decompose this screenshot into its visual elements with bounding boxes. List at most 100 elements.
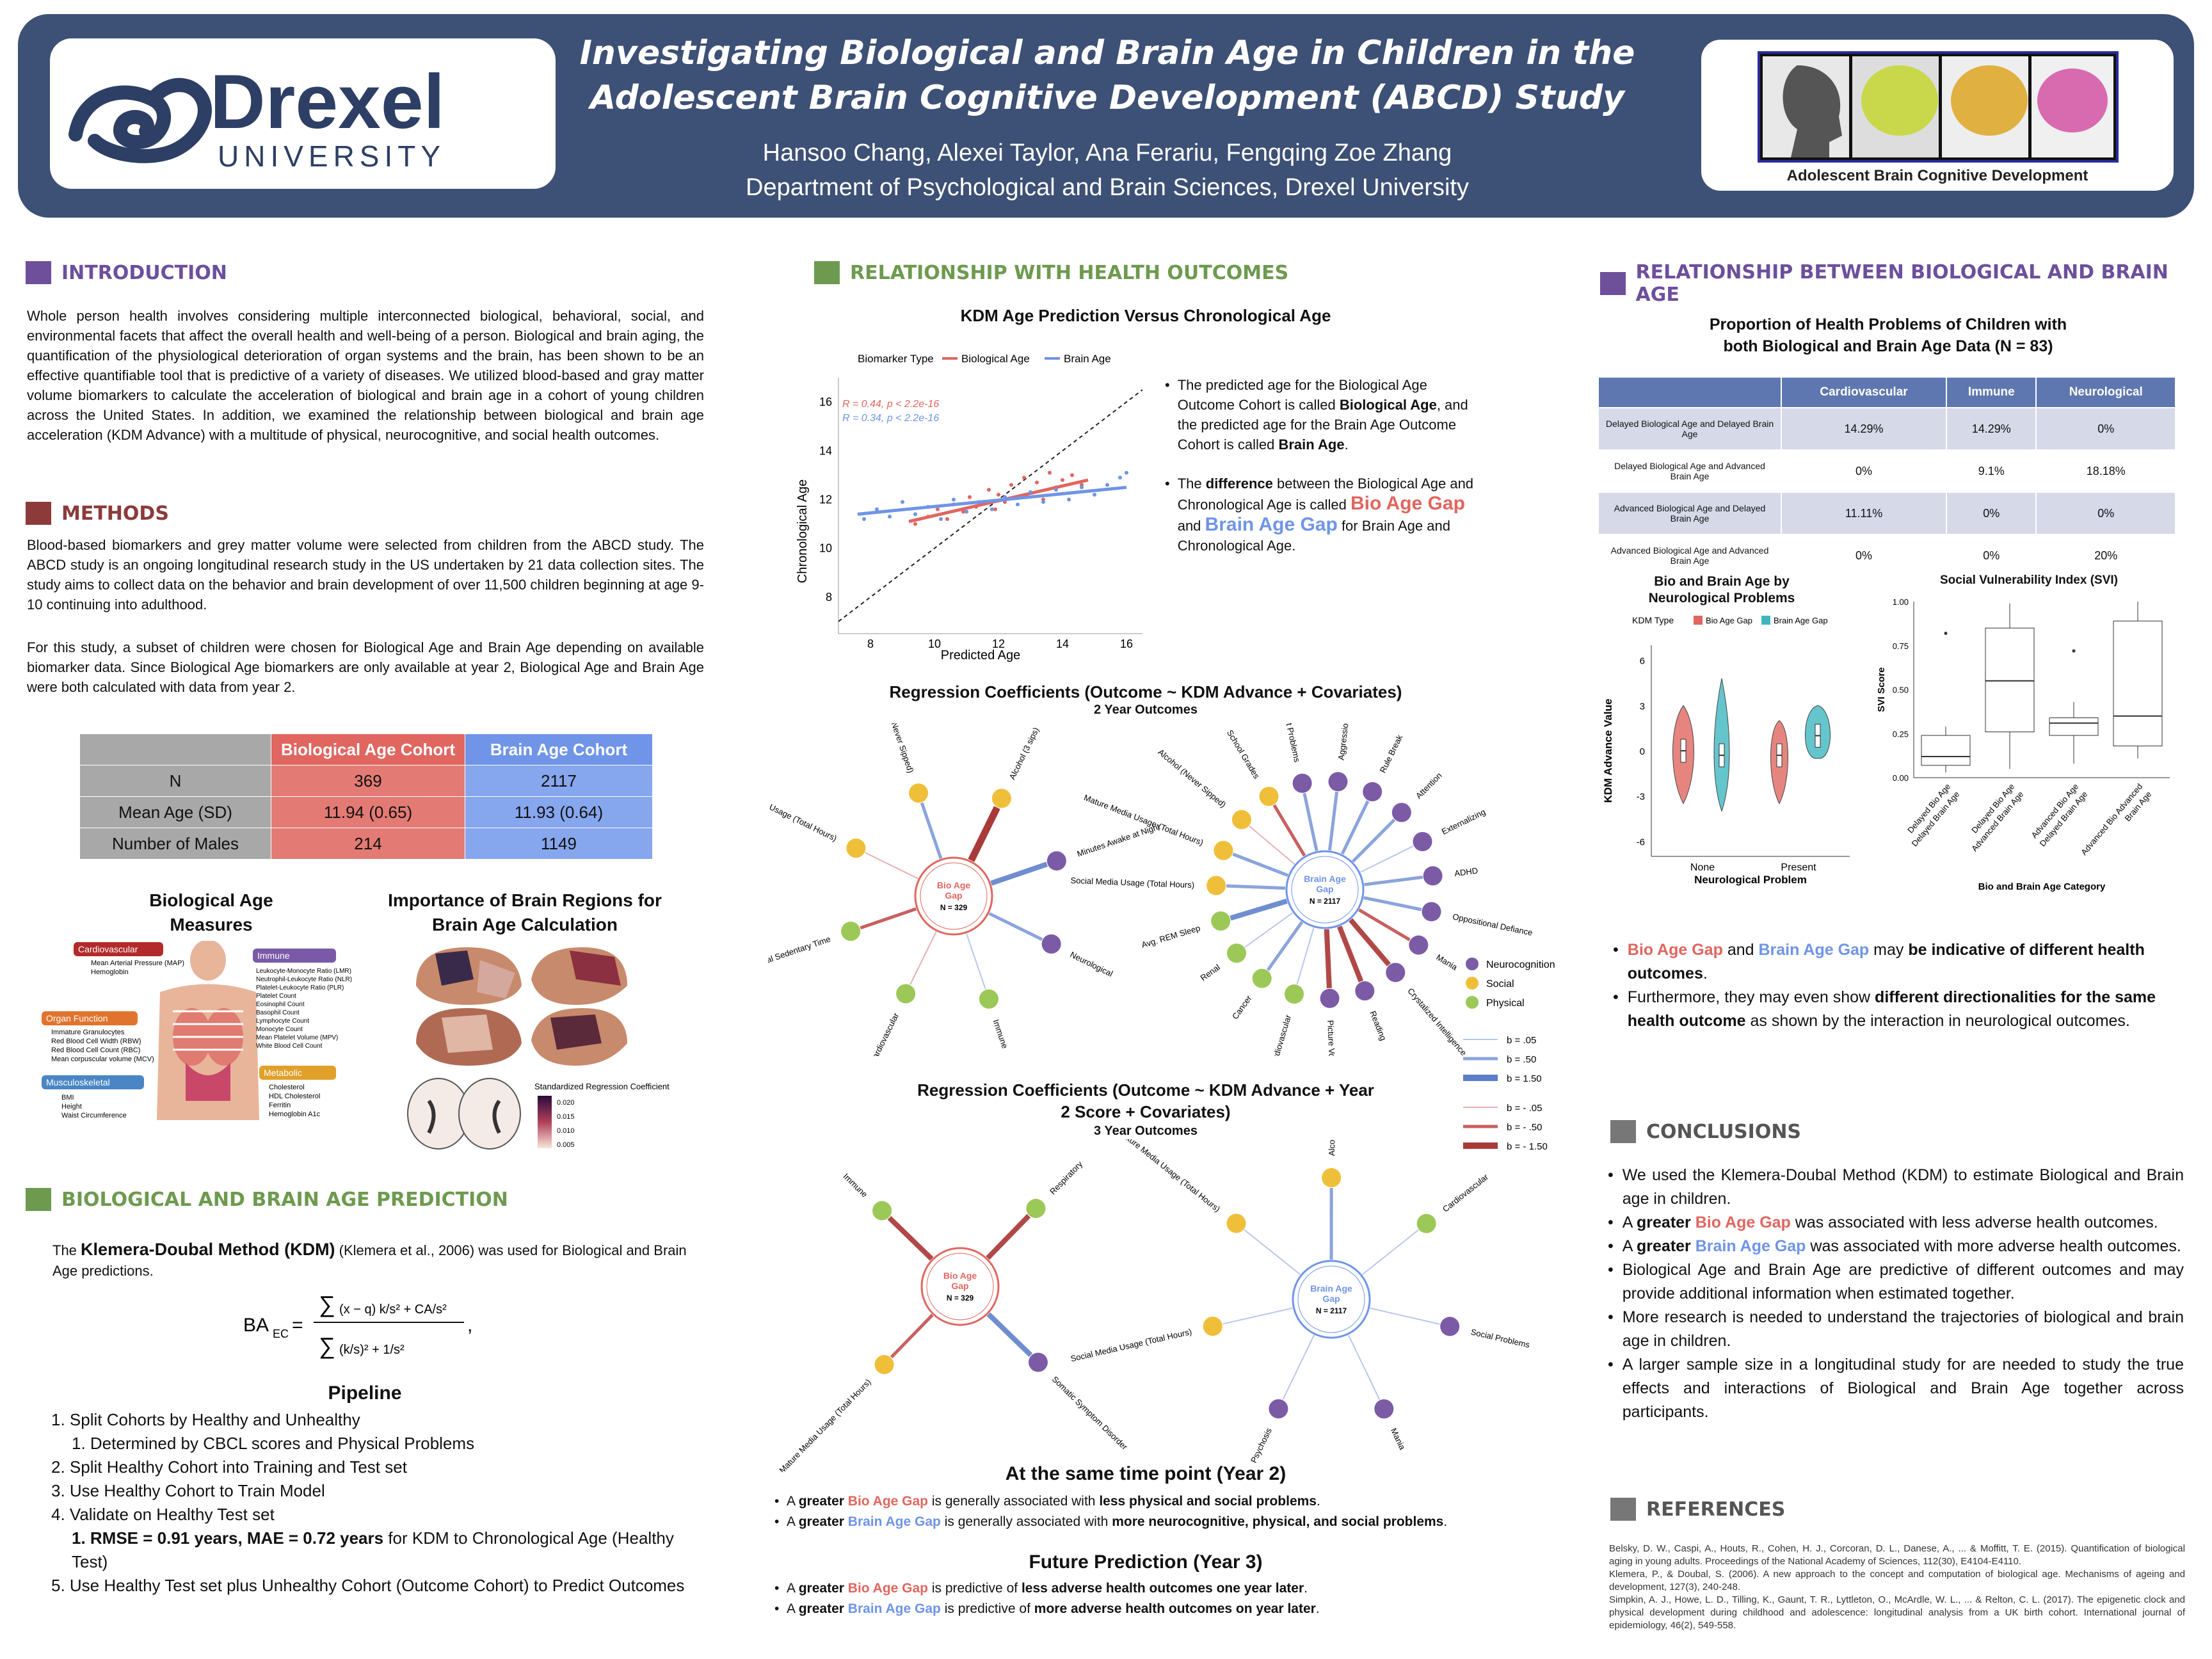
conclusion-item: •A greater Bio Age Gap was associated wi… (1608, 1214, 2158, 1231)
bullet-2: •The difference between the Biological A… (1165, 476, 1474, 554)
reg1-subtitle: 2 Year Outcomes (1094, 703, 1198, 717)
svg-text:Musculoskeletal: Musculoskeletal (46, 1077, 110, 1087)
x-tick-label: 14 (1056, 637, 1069, 650)
network-node-label: Mature Media Usage (Total Hours) (768, 778, 838, 843)
logo-sub: UNIVERSITY (218, 140, 445, 173)
network-edge (968, 806, 1000, 862)
health-table-cell: 0% (2035, 407, 2176, 451)
health-table-header: Immune (1946, 376, 2037, 408)
violin-y-tick: -3 (1637, 792, 1645, 803)
svg-text:Ferritin: Ferritin (269, 1102, 291, 1109)
network-node-label: School Grades (1225, 728, 1262, 781)
network-edge (887, 1215, 934, 1261)
section-marker-icon (1610, 1498, 1636, 1521)
violin-x-label: Neurological Problem (1694, 874, 1807, 886)
table-row-label: N (79, 765, 271, 797)
reg1-title: Regression Coefficients (Outcome ~ KDM A… (889, 682, 1402, 701)
table-cell: 11.94 (0.65) (271, 796, 465, 828)
scatter-point (993, 507, 997, 511)
network-edge (1232, 853, 1289, 877)
network-node-label: Mature Media Usage (Total Hours) (777, 1377, 872, 1472)
conclusions-heading: CONCLUSIONS (1610, 1120, 1801, 1143)
health-table-row-label: Delayed Biological Age and Delayed Brain… (1598, 407, 1782, 451)
network-legend: Neurocognition Social Physical b = .05 b… (1463, 958, 1555, 1152)
network-node-label: Respiratory (1048, 1159, 1084, 1196)
x-tick-label: 10 (928, 637, 941, 650)
network-node-label: Oppositional Defiance (1452, 911, 1534, 937)
brain-axial-right (458, 1078, 521, 1150)
intro-heading: INTRODUCTION (26, 261, 227, 284)
network-node (1214, 840, 1233, 860)
table-header-brain: Brain Age Cohort (465, 733, 653, 765)
brain-regions-figure: Standardized Regression Coefficient 0.02… (407, 947, 669, 1150)
bullet-1: •The predicted age for the Biological Ag… (1165, 377, 1468, 453)
network-edge (966, 933, 986, 990)
svg-text:0.010: 0.010 (557, 1127, 575, 1135)
violin-y-tick: -6 (1637, 837, 1645, 847)
legend-bio-label: Biological Age (961, 353, 1030, 365)
network-node-label: Aggression (1336, 723, 1351, 760)
svg-text:Lymphocyte Count: Lymphocyte Count (256, 1018, 309, 1025)
svg-text:Monocyte Count: Monocyte Count (256, 1026, 303, 1033)
scatter-point (997, 492, 1000, 497)
conclusion-item: •A larger sample size in a longitudinal … (1608, 1356, 2184, 1421)
network-node (846, 838, 866, 858)
network-hub-label: Brain Age (1310, 1283, 1352, 1294)
x-tick-label: 8 (867, 637, 874, 650)
health-heading: RELATIONSHIP WITH HEALTH OUTCOMES (814, 261, 1288, 284)
network-node-label: Neurological (1069, 950, 1115, 979)
methods-heading: METHODS (26, 502, 169, 525)
y-tick-label: 14 (819, 444, 832, 457)
scatter-point (913, 512, 917, 517)
network-node (1413, 831, 1432, 851)
box-y-tick: 0.00 (1893, 773, 1909, 783)
identity-line (838, 389, 1143, 622)
network-edge (1222, 1307, 1293, 1325)
health-table-header: Neurological (2035, 376, 2176, 408)
category-organ-function (42, 1011, 138, 1025)
health-table-header (1598, 376, 1782, 408)
violin-y-tick: 3 (1640, 701, 1645, 712)
scatter-point (1125, 470, 1128, 475)
relationship-bullet-2: •Furthermore, they may even show differe… (1613, 988, 2156, 1030)
network-edge (986, 1312, 1033, 1358)
future-bullet-2: • A greater Brain Age Gap is predictive … (774, 1601, 1320, 1616)
svg-text:Hemoglobin A1c: Hemoglobin A1c (269, 1110, 321, 1118)
network-node-label: Mature Media Usage (Total Hours) (1117, 1139, 1222, 1214)
table-cell: 369 (271, 765, 465, 797)
svg-text:EC: EC (273, 1327, 289, 1340)
network-node (1046, 851, 1066, 871)
network-hub-n: N = 2117 (1316, 1306, 1347, 1315)
section-marker-icon (814, 261, 840, 284)
network-edge (1324, 929, 1332, 989)
drexel-logo: Drexel UNIVERSITY (50, 38, 556, 189)
network-hub (914, 856, 993, 936)
scatter-point (1118, 476, 1122, 480)
category-musculoskeletal (42, 1075, 144, 1089)
references-list: Belsky, D. W., Caspi, A., Houts, R., Coh… (1609, 1543, 2185, 1632)
network-edge (1244, 1229, 1301, 1276)
network-hub-inner (920, 862, 988, 930)
abcd-logo: Adolescent Brain Cognitive Development (1701, 40, 2174, 191)
scatter-point (1054, 488, 1058, 492)
svg-text:Cardiovascular: Cardiovascular (78, 944, 138, 954)
network-node (1292, 773, 1312, 793)
svg-text:Neutrophil-Leukocyte Ratio (NL: Neutrophil-Leukocyte Ratio (NLR) (256, 976, 352, 983)
scatter-point (1105, 483, 1109, 487)
health-table-row-label: Delayed Biological Age and Advanced Brai… (1598, 449, 1782, 493)
box-rect (1985, 627, 2035, 732)
network-node-label: Mania (1435, 952, 1460, 972)
svg-text:Leukocyte-Monocyte Ratio (LMR): Leukocyte-Monocyte Ratio (LMR) (256, 968, 351, 975)
section-marker-icon (26, 1188, 51, 1211)
svg-text:Red Blood Cell Count (RBC): Red Blood Cell Count (RBC) (51, 1046, 140, 1054)
svg-text:BA: BA (243, 1315, 269, 1336)
reg2-subtitle: 3 Year Outcomes (1094, 1124, 1198, 1138)
reference-item: Klemera, P., & Doubal, S. (2006). A new … (1609, 1569, 2185, 1592)
network-node (1409, 935, 1429, 955)
scatter-point (965, 509, 968, 514)
scatter-point (1041, 500, 1045, 504)
network-node-label: Social Media Usage (Total Hours) (1070, 876, 1194, 890)
network-hub-label: Gap (945, 890, 962, 901)
